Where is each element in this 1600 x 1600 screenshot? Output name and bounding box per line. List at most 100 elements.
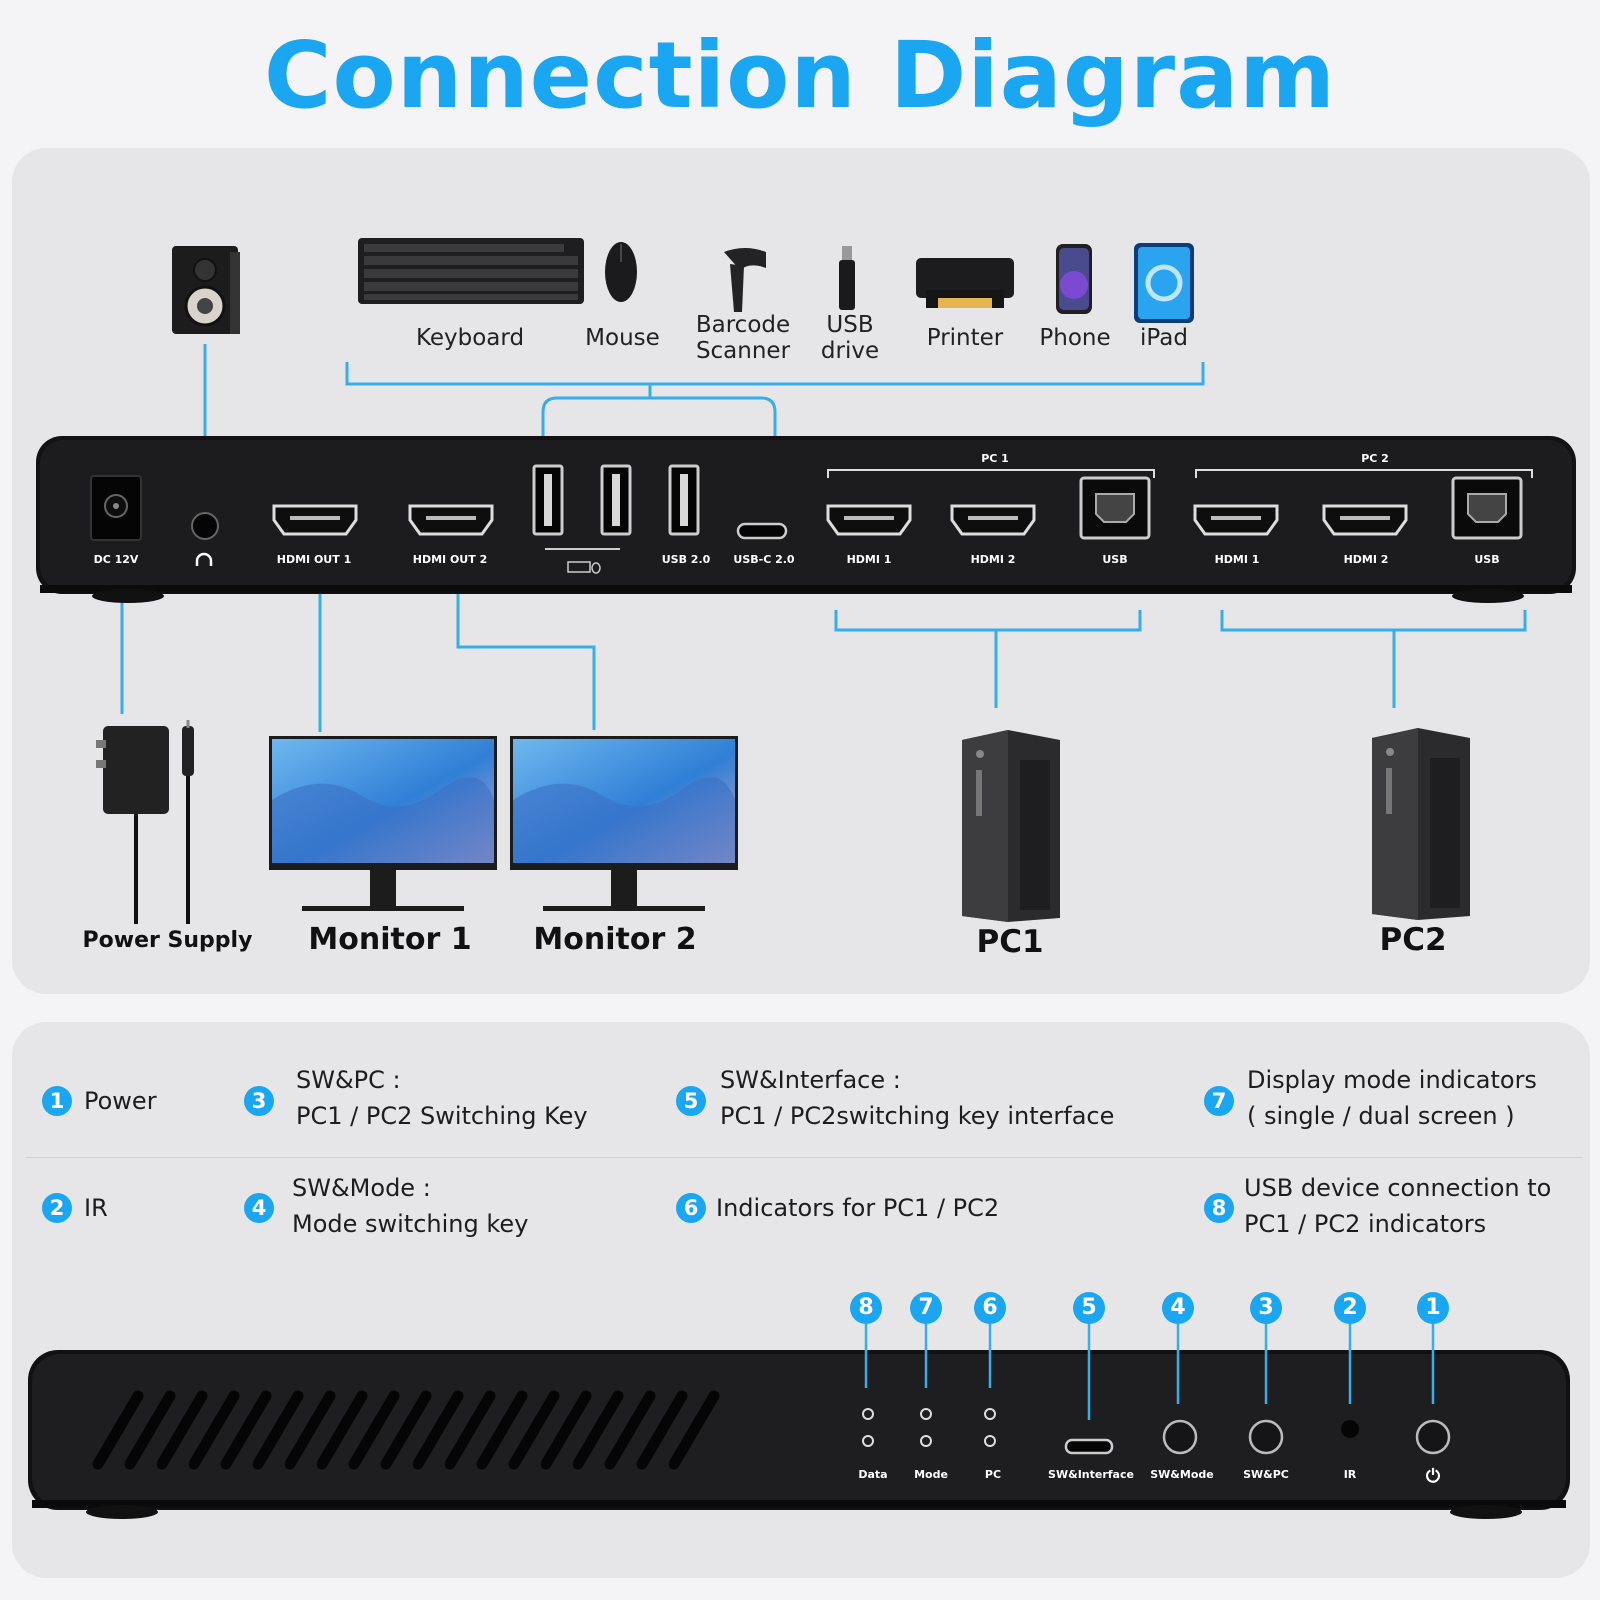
- ipad-label: iPad: [1140, 325, 1188, 351]
- vent-slot: [412, 1390, 464, 1470]
- legend-number-7: 7: [1204, 1086, 1234, 1116]
- legend-indicators: Indicators for PC1 / PC2: [716, 1194, 1000, 1222]
- pc2-hdmi1-label: HDMI 1: [1214, 553, 1260, 566]
- marker-4: 4: [1162, 1292, 1194, 1324]
- phone-icon: [1056, 244, 1092, 314]
- pc1-label: PC1: [976, 924, 1044, 960]
- legend-number-6: 6: [676, 1193, 706, 1223]
- legend-power: Power: [84, 1087, 157, 1115]
- power-supply-label: Power Supply: [82, 928, 253, 953]
- vent-slot: [604, 1390, 656, 1470]
- marker-7: 7: [910, 1292, 942, 1324]
- vent-slot: [284, 1390, 336, 1470]
- pc1-usb-label: USB: [1102, 553, 1128, 566]
- hdmi-out1-label: HDMI OUT 1: [276, 553, 352, 566]
- power-button-icon: ⏻: [1425, 1466, 1441, 1487]
- marker-5: 5: [1073, 1292, 1105, 1324]
- mode-indicator-label: Mode: [914, 1468, 948, 1481]
- vent-slot: [316, 1390, 368, 1470]
- kvm-back-panel: [36, 436, 1576, 603]
- legend-ir: IR: [84, 1194, 108, 1222]
- pc2-tower-icon: [1372, 728, 1470, 920]
- usbc20-label: USB-C 2.0: [733, 553, 795, 566]
- headphone-icon: [195, 552, 213, 566]
- vent-slot: [124, 1390, 176, 1470]
- vent-slot: [476, 1390, 528, 1470]
- sw-interface-label: SW&Interface: [1048, 1468, 1134, 1481]
- vent-slot: [540, 1390, 592, 1470]
- vent-slot: [348, 1390, 400, 1470]
- marker-3: 3: [1250, 1292, 1282, 1324]
- legend-number-8: 8: [1204, 1193, 1234, 1223]
- data-indicator-label: Data: [858, 1468, 888, 1481]
- mouse-icon: [605, 242, 637, 302]
- vent-slot: [444, 1390, 496, 1470]
- pc2-hdmi2-label: HDMI 2: [1343, 553, 1389, 566]
- printer-label: Printer: [926, 325, 1004, 351]
- legend-display-title: Display mode indicators: [1247, 1066, 1537, 1094]
- vent-slot: [156, 1390, 208, 1470]
- vent-slot: [220, 1390, 272, 1470]
- pc1-group-label: PC 1: [981, 452, 1009, 465]
- legend-number-5: 5: [676, 1086, 706, 1116]
- hdmi-out2-label: HDMI OUT 2: [412, 553, 488, 566]
- legend-divider: [26, 1157, 1582, 1158]
- ir-label: IR: [1343, 1468, 1357, 1481]
- sw-mode-label: SW&Mode: [1150, 1468, 1214, 1481]
- legend-number-3: 3: [244, 1086, 274, 1116]
- usb-drive-icon: [839, 246, 855, 310]
- keyboard-icon: [358, 238, 584, 304]
- phone-label: Phone: [1039, 325, 1111, 351]
- pc2-usb-label: USB: [1474, 553, 1500, 566]
- vent-slot: [92, 1390, 144, 1470]
- keyboard-label: Keyboard: [415, 325, 525, 351]
- legend-swinterface-desc: PC1 / PC2switching key interface: [720, 1102, 1115, 1130]
- monitor-1-label: Monitor 1: [308, 922, 472, 957]
- usb20-label: USB 2.0: [661, 553, 711, 566]
- vent-slot: [252, 1390, 304, 1470]
- legend-swpc-title: SW&PC :: [296, 1066, 401, 1094]
- pc2-group-label: PC 2: [1361, 452, 1389, 465]
- monitor-1-icon: [269, 736, 497, 911]
- vent-slot: [508, 1390, 560, 1470]
- vent-slot: [380, 1390, 432, 1470]
- pc1-tower-icon: [962, 730, 1060, 922]
- sw-pc-label: SW&PC: [1243, 1468, 1289, 1481]
- monitor-2-icon: [510, 736, 738, 911]
- vent-slot: [572, 1390, 624, 1470]
- page-title: Connection Diagram: [263, 22, 1337, 129]
- mouse-label: Mouse: [585, 325, 660, 351]
- monitor-2-label: Monitor 2: [533, 922, 697, 957]
- vent-slot: [188, 1390, 240, 1470]
- pc-indicator-label: PC: [984, 1468, 1002, 1481]
- legend-swmode-title: SW&Mode :: [292, 1174, 431, 1202]
- barcode-scanner-label: Barcode Scanner: [695, 312, 791, 364]
- marker-8: 8: [850, 1292, 882, 1324]
- vent-slot: [636, 1390, 688, 1470]
- usb-drive-label: USB drive: [820, 312, 880, 364]
- legend-swpc-desc: PC1 / PC2 Switching Key: [296, 1102, 588, 1130]
- legend-usb-desc: PC1 / PC2 indicators: [1244, 1210, 1487, 1238]
- pc1-hdmi2-label: HDMI 2: [970, 553, 1016, 566]
- barcode-scanner-icon: [724, 248, 766, 312]
- legend-number-4: 4: [244, 1193, 274, 1223]
- pc2-label: PC2: [1379, 922, 1447, 958]
- legend-display-desc: ( single / dual screen ): [1247, 1102, 1515, 1130]
- legend-swinterface-title: SW&Interface :: [720, 1066, 901, 1094]
- printer-icon: [916, 258, 1014, 308]
- marker-1: 1: [1417, 1292, 1449, 1324]
- dc-port-label: DC 12V: [93, 553, 139, 566]
- pc1-hdmi1-label: HDMI 1: [846, 553, 892, 566]
- legend-swmode-desc: Mode switching key: [292, 1210, 529, 1238]
- legend-number-2: 2: [42, 1193, 72, 1223]
- ipad-icon: [1134, 243, 1194, 323]
- legend-usb-title: USB device connection to: [1244, 1174, 1552, 1202]
- vent-slot: [668, 1390, 720, 1470]
